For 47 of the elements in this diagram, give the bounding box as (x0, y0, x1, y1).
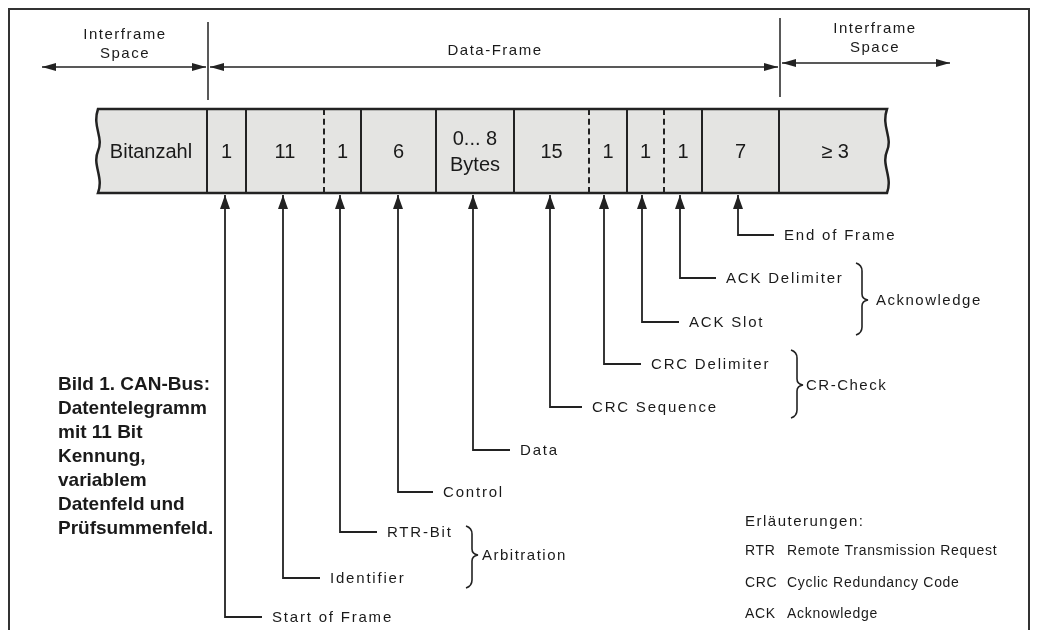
callout-text: End of Frame (774, 225, 897, 245)
callout-text: RTR-Bit (377, 522, 453, 542)
leader-arrow (220, 194, 263, 618)
callout-text: CRC Delimiter (641, 354, 771, 374)
leader-arrow (278, 194, 321, 579)
bit-field-cell: 15 (515, 109, 590, 193)
bit-field-cell: ≥ 3 (780, 109, 890, 193)
bit-field-cell: 0... 8 Bytes (437, 109, 515, 193)
label-text: Acknowledge (876, 290, 982, 309)
label-text: Interframe Space (832, 18, 918, 56)
label-text: Interframe Space (82, 24, 168, 62)
label-text: CR-Check (806, 375, 888, 394)
callout-text: Identifier (320, 568, 406, 588)
leader-arrow (393, 194, 434, 493)
bit-field-cell: Bitanzahl (96, 109, 208, 193)
leader-arrow (733, 194, 775, 236)
label-text: Acknowledge (787, 604, 878, 623)
label-text: RTR (745, 541, 776, 560)
leader-arrow (545, 194, 583, 408)
bit-field-cell: 1 (590, 109, 628, 193)
bit-field-cell: 1 (325, 109, 362, 193)
label-text: Data-Frame (446, 40, 544, 59)
bit-field-cell: 11 (247, 109, 325, 193)
callout-text: ACK Delimiter (716, 268, 844, 288)
figure-caption: Bild 1. CAN-Bus: Datentelegramm mit 11 Bit Kennung, variablem Datenfeld und Prüfsummenfeld. (58, 372, 215, 540)
bit-field-cell: 1 (665, 109, 703, 193)
label-text: CRC (745, 573, 778, 592)
callout-text: Data (510, 440, 559, 460)
callout-text: ACK Slot (679, 312, 765, 332)
label-text: Erläuterungen: (745, 511, 865, 530)
callout-text: Control (433, 482, 504, 502)
label-text: Arbitration (482, 545, 567, 564)
bit-field-cell: 1 (628, 109, 665, 193)
label-text: Remote Transmission Request (787, 541, 998, 560)
leader-arrow (335, 194, 378, 533)
bit-field-cell: 1 (208, 109, 247, 193)
callout-text: Start of Frame (262, 607, 394, 627)
bit-field-cell: 7 (703, 109, 780, 193)
label-text: ACK (745, 604, 776, 623)
leader-arrow (637, 194, 680, 323)
label-text: Cyclic Redundancy Code (787, 573, 960, 592)
leader-arrow (599, 194, 642, 365)
leader-arrow (675, 194, 717, 279)
callout-text: CRC Sequence (582, 397, 718, 417)
frame-bar (92, 107, 893, 195)
bit-field-cell: 6 (362, 109, 437, 193)
leader-arrow (468, 194, 511, 451)
